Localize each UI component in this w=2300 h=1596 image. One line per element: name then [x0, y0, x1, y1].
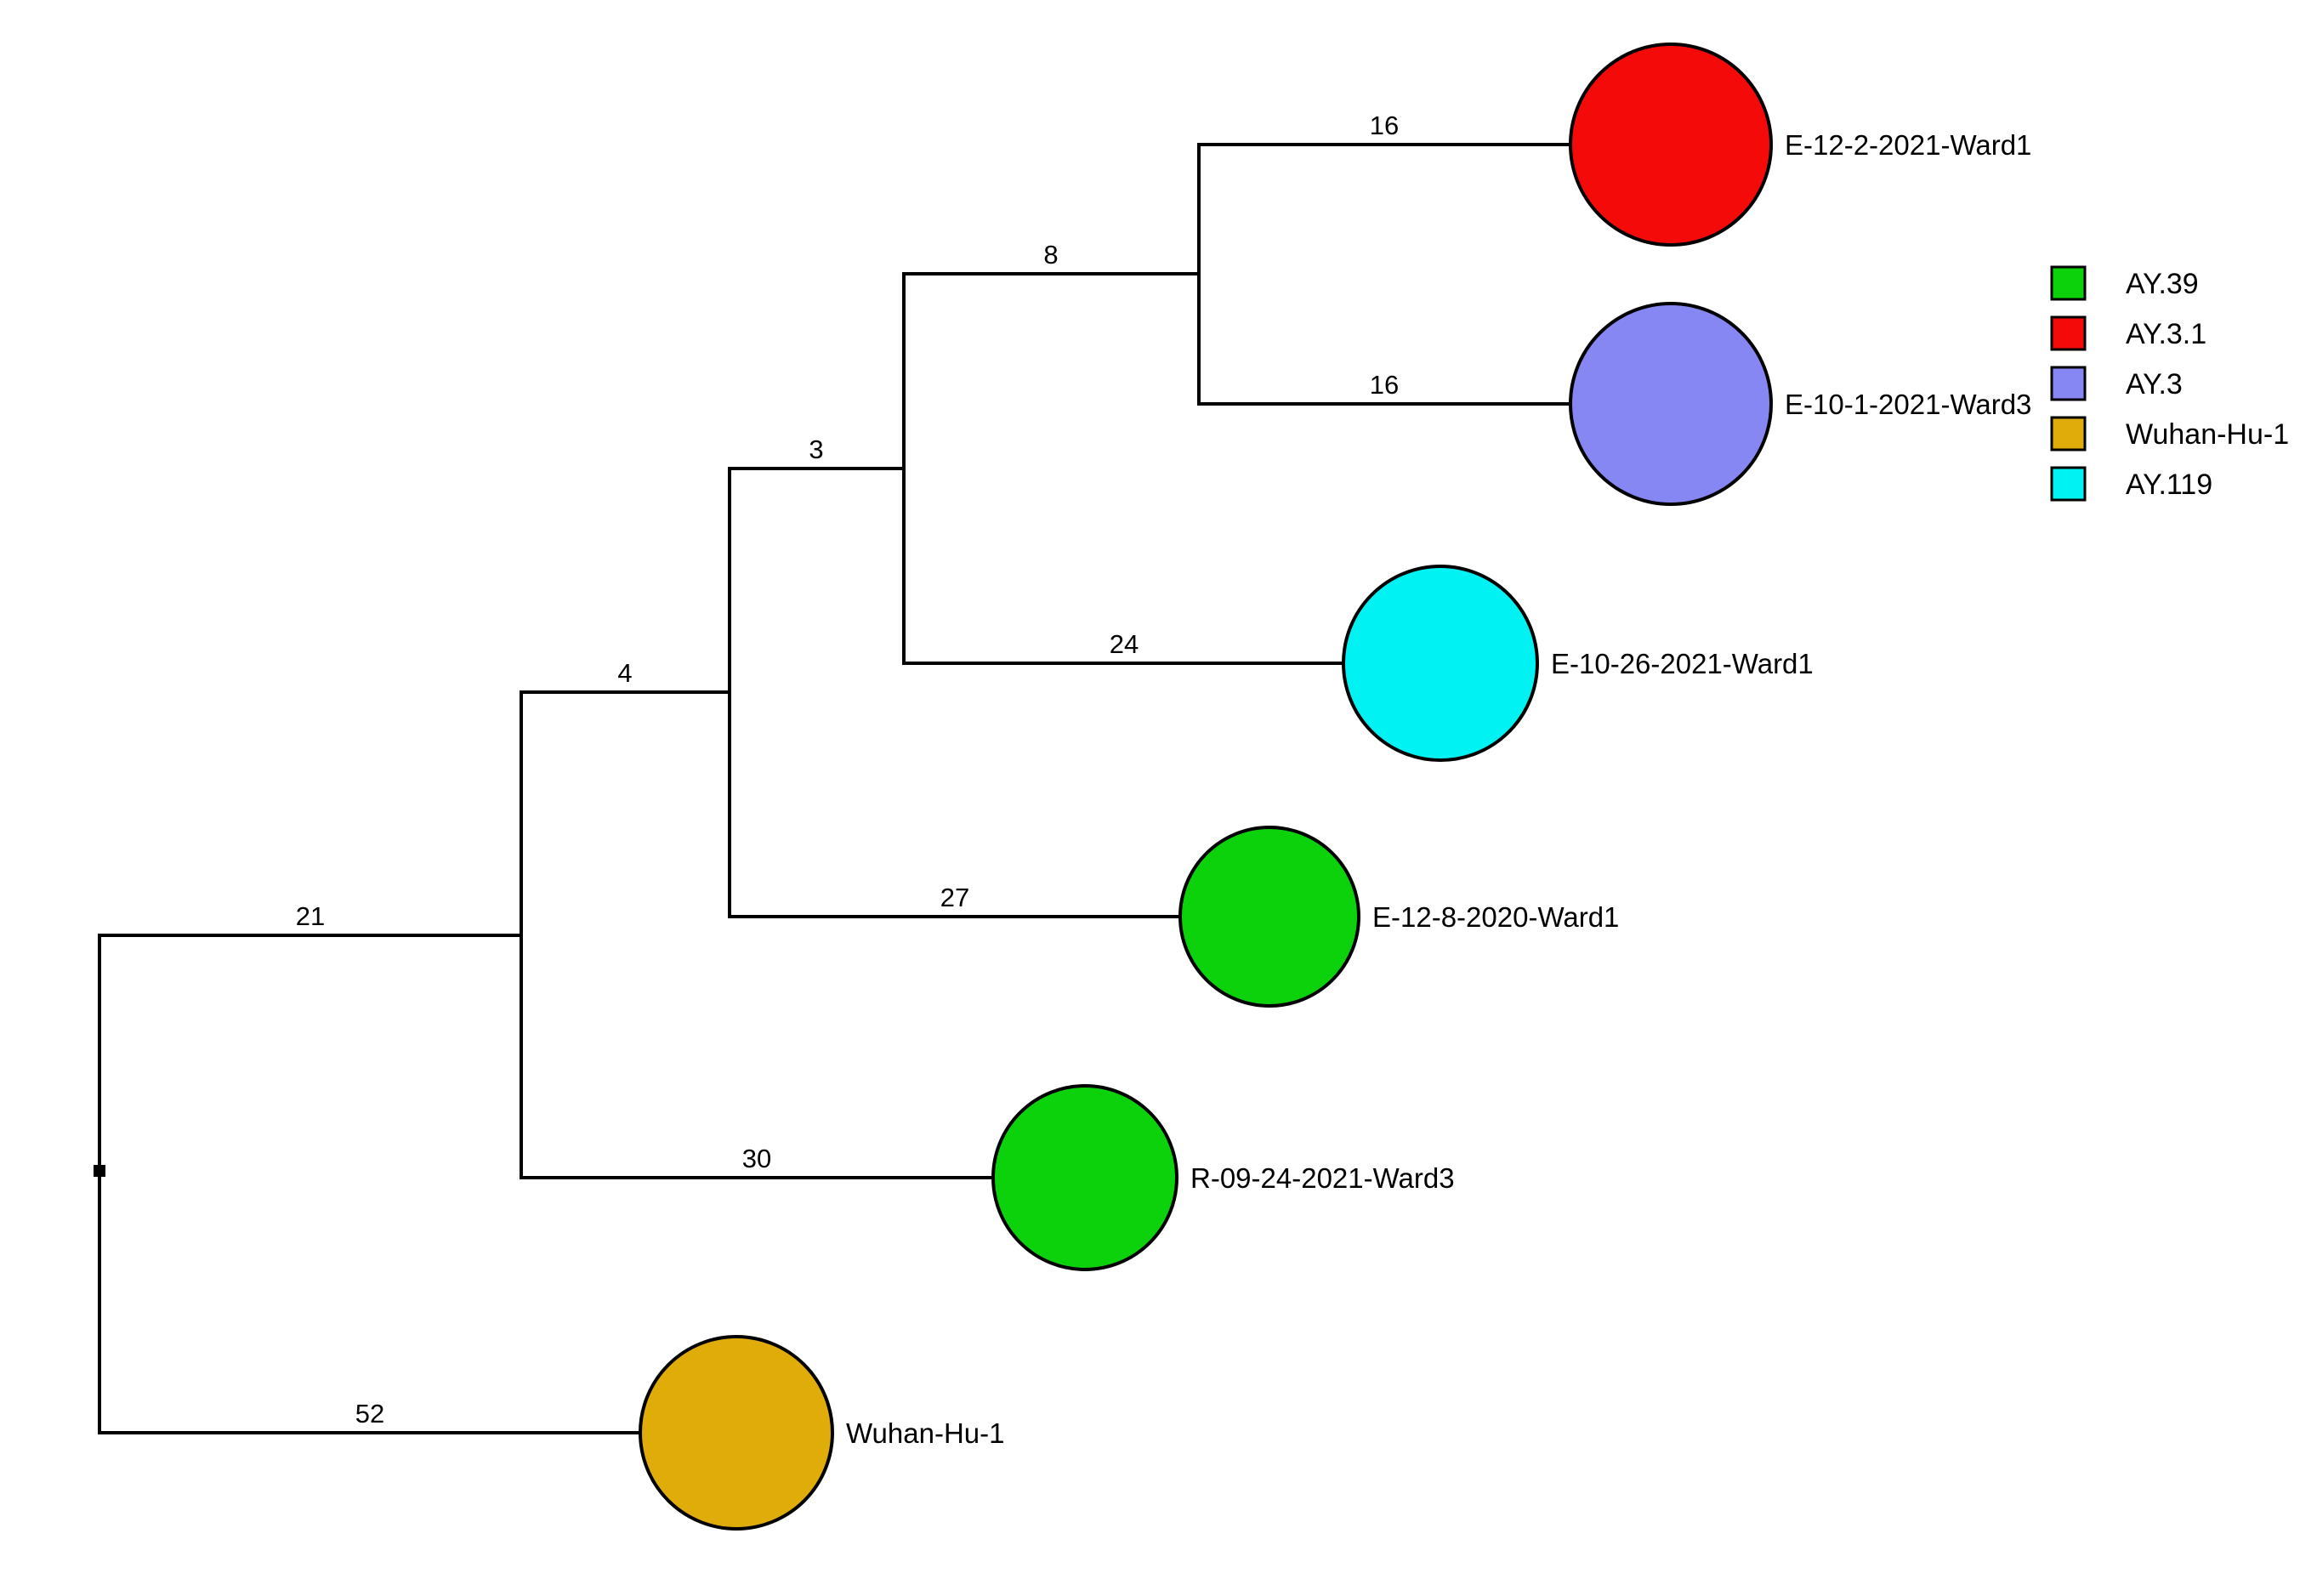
- leaf-label-R-09-24-2021-Ward3: R-09-24-2021-Ward3: [1190, 1162, 1455, 1194]
- leaf-label-E-12-2-2021-Ward1: E-12-2-2021-Ward1: [1785, 129, 2031, 161]
- leaf-node-R-09-24-2021-Ward3[interactable]: [991, 1084, 1178, 1271]
- legend-swatch-AY-119[interactable]: [2050, 466, 2087, 502]
- leaf-label-E-10-1-2021-Ward3: E-10-1-2021-Ward3: [1785, 389, 2031, 420]
- legend-item-AY-119[interactable]: AY.119: [2050, 466, 2212, 502]
- leaf-label-E-10-26-2021-Ward1: E-10-26-2021-Ward1: [1551, 648, 1814, 679]
- branch-label-30: 30: [742, 1144, 771, 1173]
- legend-item-Wuhan-Hu-1[interactable]: Wuhan-Hu-1: [2050, 416, 2289, 452]
- leaf-node-Wuhan-Hu-1[interactable]: [639, 1335, 834, 1531]
- branch-label-52: 52: [355, 1399, 384, 1428]
- legend-label-AY-3: AY.3: [2126, 368, 2183, 400]
- branch-label-16-top: 16: [1370, 111, 1399, 140]
- legend-swatch-AY-3-1[interactable]: [2050, 315, 2087, 351]
- legend-swatch-Wuhan-Hu-1[interactable]: [2050, 416, 2087, 452]
- branch-label-8: 8: [1043, 240, 1058, 270]
- legend-label-AY-119: AY.119: [2126, 469, 2212, 501]
- leaf-name-labels: E-12-2-2021-Ward1 E-10-1-2021-Ward3 E-10…: [846, 129, 2031, 1449]
- legend-swatch-AY-39[interactable]: [2050, 265, 2087, 301]
- branch-label-4: 4: [617, 658, 632, 688]
- legend-item-AY-39[interactable]: AY.39: [2050, 265, 2199, 301]
- legend-label-AY-3-1: AY.3.1: [2126, 318, 2206, 350]
- leaf-node-E-12-8-2020-Ward1[interactable]: [1178, 826, 1360, 1008]
- leaf-label-E-12-8-2020-Ward1: E-12-8-2020-Ward1: [1372, 901, 1619, 933]
- root-node-marker: [94, 1165, 105, 1177]
- branch-label-27: 27: [940, 883, 969, 912]
- branch-length-labels: 16 16 8 3 24 4 27 21 30 52: [296, 111, 1399, 1428]
- legend-item-AY-3-1[interactable]: AY.3.1: [2050, 315, 2206, 351]
- leaf-nodes: [639, 43, 1773, 1531]
- legend-item-AY-3[interactable]: AY.3: [2050, 366, 2183, 401]
- legend: AY.39 AY.3.1 AY.3 Wuhan-Hu-1 AY.119: [2050, 265, 2289, 502]
- legend-label-Wuhan-Hu-1: Wuhan-Hu-1: [2126, 418, 2289, 451]
- leaf-node-E-12-2-2021-Ward1[interactable]: [1569, 43, 1773, 247]
- branch-label-3: 3: [809, 434, 823, 464]
- legend-swatch-AY-3[interactable]: [2050, 366, 2087, 401]
- legend-label-AY-39: AY.39: [2126, 268, 2199, 300]
- branch-label-21: 21: [296, 901, 325, 931]
- leaf-node-E-10-26-2021-Ward1[interactable]: [1342, 565, 1539, 762]
- leaf-label-Wuhan-Hu-1: Wuhan-Hu-1: [846, 1417, 1004, 1449]
- branch-label-16-bottom: 16: [1370, 370, 1399, 400]
- tree-edges: [98, 143, 1572, 1434]
- branch-label-24: 24: [1110, 629, 1139, 659]
- leaf-node-E-10-1-2021-Ward3[interactable]: [1569, 302, 1773, 506]
